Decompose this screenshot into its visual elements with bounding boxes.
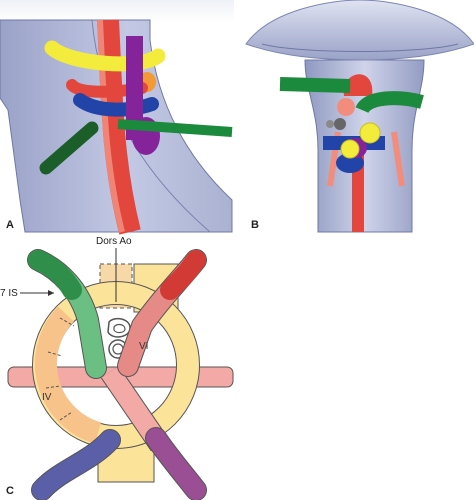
darkgreen-vessel-a xyxy=(39,121,99,175)
purple-vessel-a xyxy=(126,36,143,140)
blue-arch-a xyxy=(73,93,159,117)
panel-c: Dors Ao 7 IS IV VI C xyxy=(0,236,234,500)
red-cap-b xyxy=(343,74,373,96)
green-dark-tip-c xyxy=(28,250,82,300)
yellow-circle-left-b xyxy=(340,139,360,159)
panel-a: A xyxy=(0,0,234,235)
arc-dashes-c xyxy=(45,317,75,421)
yellow-arch-a xyxy=(44,40,166,72)
dorsal-aorta-tube-a xyxy=(97,19,141,235)
strand-right-b xyxy=(391,131,405,187)
panel-b-letter: B xyxy=(251,219,259,231)
panel-c-letter: C xyxy=(6,485,14,497)
purple-vessel-c xyxy=(146,428,206,500)
wall-fold-a xyxy=(91,19,211,233)
salmon-circle-b xyxy=(337,98,355,116)
gray-circle-b xyxy=(334,118,346,130)
seventh-is-label: 7 IS xyxy=(0,288,18,299)
arch-iv-label: IV xyxy=(42,392,52,403)
seventh-is-arrowhead xyxy=(48,290,54,296)
blue-vessel-c xyxy=(32,430,120,500)
green-left-b xyxy=(279,77,351,93)
panel-b: B xyxy=(245,0,474,233)
cap-rim-b xyxy=(261,43,459,52)
red-dark-tip-c xyxy=(160,250,206,300)
dorsal-aorta-highlight-a xyxy=(97,19,125,233)
green-right-b xyxy=(355,91,424,114)
dors-ao-label: Dors Ao xyxy=(96,236,132,247)
arch-vi-label: VI xyxy=(139,341,148,352)
orange-arc-c xyxy=(34,306,102,444)
panel-a-background xyxy=(0,0,234,22)
green-vessel-a xyxy=(117,119,233,137)
yellow-circle-right-b xyxy=(359,122,381,144)
blue-loop-b xyxy=(336,153,364,173)
gray-small-circle-b xyxy=(326,120,334,128)
panel-a-letter: A xyxy=(6,219,14,231)
